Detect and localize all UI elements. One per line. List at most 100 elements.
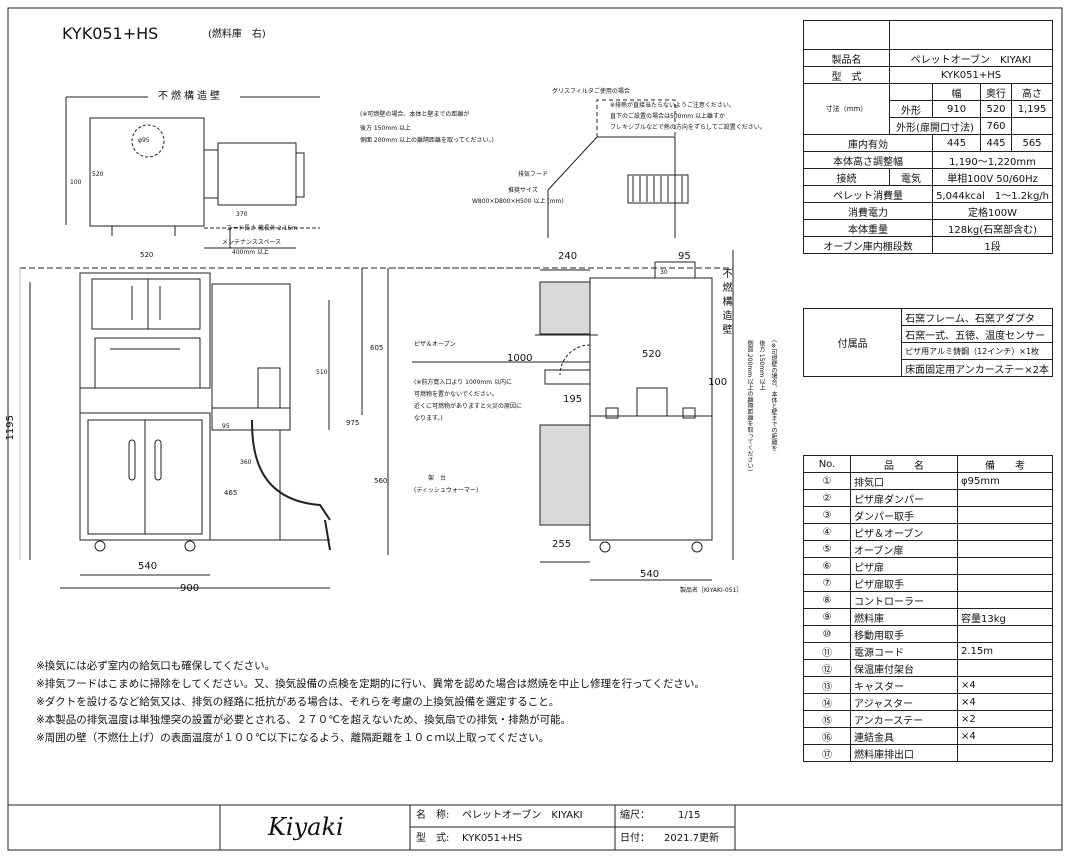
height-label: 高さ (1011, 83, 1053, 101)
shelves-value: 1段 (932, 236, 1053, 254)
product-name: ペレットオーブン KIYAKI (888, 49, 1054, 67)
outer-d: 520 (979, 100, 1013, 118)
footer-name: ペレットオーブン KIYAKI (462, 810, 583, 821)
inner-h: 565 (1011, 134, 1053, 152)
parts-cell-no: ③ (803, 506, 851, 524)
front-note-3: 近くに可燃物がありますと火災の原因に (414, 403, 523, 410)
dim-side-gap: 100 (70, 179, 82, 186)
weight-value: 128kg(石窯部含む) (932, 219, 1053, 237)
dim-hopper: 370 (236, 211, 248, 218)
front-note-2: 可燃物を置かないでください。 (414, 391, 498, 398)
parts-cell-note: 容量13kg (957, 608, 1053, 626)
parts-cell-note (957, 506, 1053, 524)
front-view (19, 267, 540, 589)
parts-cell-name: 燃料庫 (850, 608, 958, 626)
top-wall-label: 不燃構造壁 (158, 91, 223, 102)
side-view (390, 250, 734, 581)
parts-cell-name: 移動用取手 (850, 625, 958, 643)
height-adj-label: 本体高さ調整幅 (802, 151, 934, 169)
parts-cell-name: アンカーステー (850, 710, 958, 728)
parts-cell-no: ⑭ (803, 693, 851, 711)
parts-cell-note (957, 574, 1053, 592)
dim-1195: 1195 (5, 415, 16, 441)
cord-label: コード長さ (226, 225, 257, 232)
weight-label: 本体重量 (802, 219, 934, 237)
parts-cell-name: ピザ＆オーブン (850, 523, 958, 541)
parts-cell-name: ダンパー取手 (850, 506, 958, 524)
note-top-2: 後方 150mm 以上 (360, 125, 411, 132)
outer-door-label: 外形(扉開口寸法) (888, 117, 981, 135)
parts-cell-no: ⑪ (803, 642, 851, 660)
parts-cell-note (957, 540, 1053, 558)
note-top-1: (※可燃壁の場合、本体と壁までの距離が (360, 111, 470, 118)
parts-cell-note: 2.15m (957, 642, 1053, 660)
parts-cell-name: アジャスター (850, 693, 958, 711)
parts-cell-name: 保温庫付架台 (850, 659, 958, 677)
side-note-2: 後方 150mm 以上 (758, 340, 765, 391)
note-line: ※ダクトを設けるなど給気又は、排気の経路に抵抗がある場合は、それらを考慮の上換気… (36, 696, 560, 708)
exhaust-diameter: φ95 (138, 137, 150, 144)
parts-cell-note (957, 625, 1053, 643)
top-view (65, 96, 320, 249)
footer-scale-label: 縮尺： (620, 810, 650, 821)
side-note-1: (※可燃壁の場合、本体と壁までの距離を (770, 340, 777, 452)
depth-label: 奥行 (979, 83, 1013, 101)
dim-360: 360 (240, 459, 252, 466)
outer-w: 910 (932, 100, 981, 118)
parts-cell-no: ⑨ (803, 608, 851, 626)
side-note-3: 側面 200mm 以上の離隔距離を取ってください) (746, 340, 753, 472)
pellet-value: 5,044kcal 1〜1.2kg/h (932, 185, 1053, 203)
stand-label: 架 台 (428, 475, 447, 482)
parts-cell-no: ⑦ (803, 574, 851, 592)
parts-cell-note: φ95mm (957, 472, 1053, 490)
dim-255: 255 (552, 539, 572, 550)
hood-size-label: 推奨サイズ (508, 187, 538, 194)
pellet-label: ペレット消費量 (802, 185, 934, 203)
dim-95: 95 (222, 423, 230, 430)
grease-line-1: ※排熱が直接当たらないようご注意ください。 (610, 102, 735, 109)
dim-depth: 520 (92, 171, 104, 178)
dim-195: 195 (563, 394, 583, 405)
parts-cell-name: キャスター (850, 676, 958, 694)
inner-d: 445 (979, 134, 1013, 152)
parts-cell-note (957, 659, 1053, 677)
inner-w: 445 (932, 134, 981, 152)
notes-block: ※換気には必ず室内の給気口も確保してください。 ※排気フードはこまめに掃除をして… (36, 657, 705, 747)
footer-name-label: 名 称: (416, 810, 450, 821)
parts-cell-note (957, 591, 1053, 609)
outer-label: 外形 (888, 100, 934, 118)
footer-model: KYK051+HS (462, 833, 523, 844)
product-code: 製品名［KIYAKI-051］ (680, 587, 743, 594)
parts-cell-name: ピザ扉取手 (850, 574, 958, 592)
note-top-3: 側面 200mm 以上の離隔距離を取ってください。) (360, 137, 494, 144)
width-label: 幅 (932, 83, 981, 101)
footer-scale: 1/15 (678, 810, 701, 821)
connection-label: 接続 (803, 168, 890, 186)
parts-cell-no: ⑬ (803, 676, 851, 694)
parts-cell-note: ×4 (957, 727, 1053, 745)
dim-605: 605 (370, 344, 384, 352)
footer-model-label: 型 式: (416, 833, 450, 844)
power-value: 単相100V 50/60Hz (932, 168, 1053, 186)
dim-520-front: 520 (140, 251, 154, 259)
parts-cell-name: オーブン扉 (850, 540, 958, 558)
page-frame (7, 7, 1063, 851)
shelves-label: オーブン庫内棚段数 (802, 236, 934, 254)
parts-cell-name: 排気口 (850, 472, 958, 490)
parts-cell-no: ⑤ (803, 540, 851, 558)
accessories-table: 付属品石窯フレーム、石窯アダプタ 石窯一式、五徳、温度センサー ピザ用アルミ鋳鋼… (802, 308, 1053, 377)
dim-465: 465 (224, 489, 238, 497)
parts-cell-name: ピザ扉 (850, 557, 958, 575)
